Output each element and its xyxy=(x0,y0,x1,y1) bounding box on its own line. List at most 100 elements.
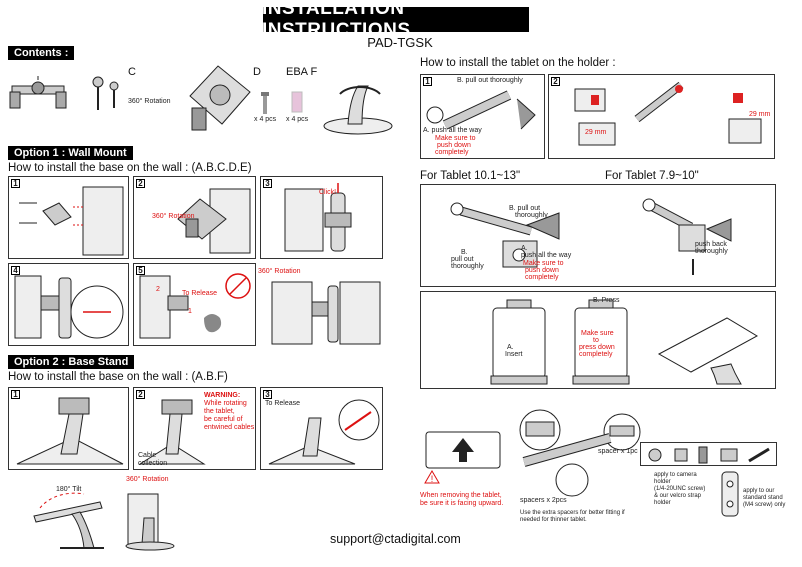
warning-icon: ! xyxy=(424,470,440,484)
adapter-parts-illustration xyxy=(648,446,770,464)
warning-line-2: the tablet, xyxy=(204,408,235,415)
large-b-left-1: B. xyxy=(461,249,468,256)
wall-step-2: 2 360° Rotation xyxy=(133,176,256,259)
make-sure-3: completely xyxy=(435,149,469,156)
click-note: Click! xyxy=(319,189,337,196)
camera-note-1: apply to camera xyxy=(654,472,697,478)
push-back-2: thoroughly xyxy=(695,248,728,255)
option2-heading: How to install the base on the wall : (A… xyxy=(8,371,228,383)
insert-tablet-front-b xyxy=(572,299,630,385)
large-heading: For Tablet 10.1~13" xyxy=(420,170,521,182)
tablet-step-2-illustration xyxy=(574,81,762,146)
small-tablet-illustration xyxy=(642,198,732,275)
tilt-label: 180° Tilt xyxy=(56,486,82,493)
rotation-illustration xyxy=(125,493,175,551)
large-b-left-3: thoroughly xyxy=(451,263,484,270)
wall-rotation-label: 360° Rotation xyxy=(258,268,301,275)
push-all-note: A. push all the way xyxy=(423,127,482,134)
support-email[interactable]: support@ctadigital.com xyxy=(330,532,461,546)
insert-make-sure-3: press down xyxy=(579,344,615,351)
svg-text:!: ! xyxy=(431,474,434,484)
stand-step-2: 2 WARNING: While rotating the tablet, be… xyxy=(133,387,256,470)
wall-step-4: 4 xyxy=(8,263,129,346)
insert-a-2: Insert xyxy=(505,351,523,358)
stand-rotation-label: 360° Rotation xyxy=(126,476,169,483)
circle-1: 1 xyxy=(188,308,192,315)
qty-screws-e: x 4 pcs xyxy=(286,116,309,123)
part-f-stand-illustration xyxy=(323,85,393,135)
size-b: 29 mm xyxy=(749,111,771,118)
large-b-left-2: pull out xyxy=(451,256,474,263)
large-tablet-illustration xyxy=(450,202,560,268)
wall-step-2-rotation: 360° Rotation xyxy=(152,213,195,220)
stand-note-3: (M4 screw) only xyxy=(743,502,786,508)
stand-step-2-illustration xyxy=(138,399,206,465)
adapter-plate-illustration xyxy=(721,471,739,517)
large-b-pull-2: thoroughly xyxy=(515,212,548,219)
contents-rotation: 360° Rotation xyxy=(128,98,171,105)
stand-note-1: apply to our xyxy=(743,488,775,494)
small-heading: For Tablet 7.9~10" xyxy=(605,170,699,182)
camera-note-4: & our velcro strap xyxy=(654,493,702,499)
option1-label: Option 1 : Wall Mount xyxy=(8,146,133,160)
remove-note-2: be sure it is facing upward. xyxy=(420,500,504,507)
wall-rotation-view: 360° Rotation xyxy=(258,264,386,348)
stand-note-2: standard stand xyxy=(743,495,783,501)
camera-note-5: holder xyxy=(654,500,671,506)
part-b-illustration xyxy=(92,76,119,110)
wall-step-3-illustration xyxy=(284,183,352,252)
camera-note-2: holder xyxy=(654,479,671,485)
letter-d: D xyxy=(253,66,261,78)
to-release-note: To Release xyxy=(182,290,218,297)
remove-tablet-illustration xyxy=(425,431,501,469)
insert-make-sure-1: Make sure xyxy=(581,330,614,337)
warning-line-1: While rotating xyxy=(204,400,247,407)
stand-angle-views: 180° Tilt 360° Rotation xyxy=(10,474,310,552)
pull-out-note: B. pull out thoroughly xyxy=(457,77,523,84)
spacers-illustration xyxy=(519,409,641,497)
model-number: PAD-TGSK xyxy=(367,35,433,50)
screw-d-icon xyxy=(261,92,269,114)
make-sure-2: push down xyxy=(437,142,471,149)
stand-step-3-illustration xyxy=(268,399,380,465)
wall-step-1: 1 xyxy=(8,176,129,259)
spacers-2pcs: spacers x 2pcs xyxy=(520,497,567,504)
large-a-2: push all the way xyxy=(521,252,572,259)
letter-ebaf: EBA F xyxy=(286,66,318,78)
spacer-1pc: spacer x 1pc xyxy=(598,448,638,455)
insert-tablet-front-a xyxy=(490,299,548,385)
tilt-illustration xyxy=(33,492,104,549)
stand-step-1: 1 xyxy=(8,387,129,470)
option1-heading: How to install the base on the wall : (A… xyxy=(8,162,252,174)
large-make-sure-3: completely xyxy=(525,274,559,281)
contents-row: C 360° Rotation D EBA F x 4 pcs x 4 pcs xyxy=(8,62,398,142)
part-a-illustration xyxy=(9,76,67,109)
remove-note-1: When removing the tablet, xyxy=(420,492,502,499)
wall-rotation-illustration xyxy=(271,281,381,345)
option2-label: Option 2 : Base Stand xyxy=(8,355,135,369)
large-a-1: A. xyxy=(521,245,528,252)
warning-line-4: entwined cables xyxy=(204,424,255,431)
stand-to-release: To Release xyxy=(265,400,301,407)
cable-collection-1: Cable xyxy=(138,452,157,459)
tablet-step-1: 1 B. pull out thoroughly A. push all the… xyxy=(420,74,545,159)
insert-b-press: B. Press xyxy=(593,297,620,304)
push-back-1: push back xyxy=(695,241,727,248)
tablet-step-2: 2 29 mm 29 mm xyxy=(548,74,775,159)
stand-step-1-illustration xyxy=(16,397,124,465)
insert-a-1: A. xyxy=(507,344,514,351)
wall-step-1-illustration xyxy=(19,186,124,256)
letter-c: C xyxy=(128,66,136,78)
insert-tablet-box: A. Insert B. Press Make sure to press do… xyxy=(420,291,776,389)
insert-tablet-side xyxy=(657,317,759,385)
spacer-note-1: Use the extra spacers for better fitting… xyxy=(520,510,625,516)
stand-step-3: 3 To Release xyxy=(260,387,383,470)
screw-e-icon xyxy=(291,91,303,113)
wall-step-5: 5 2 To Release 1 xyxy=(133,263,256,346)
adapter-parts-box xyxy=(640,442,777,466)
warning-line-3: be careful of xyxy=(204,416,243,423)
wall-step-4-illustration xyxy=(14,275,124,339)
large-make-sure-1: Make sure to xyxy=(523,260,564,267)
size-a: 29 mm xyxy=(585,129,607,136)
insert-make-sure-2: to xyxy=(593,337,599,344)
